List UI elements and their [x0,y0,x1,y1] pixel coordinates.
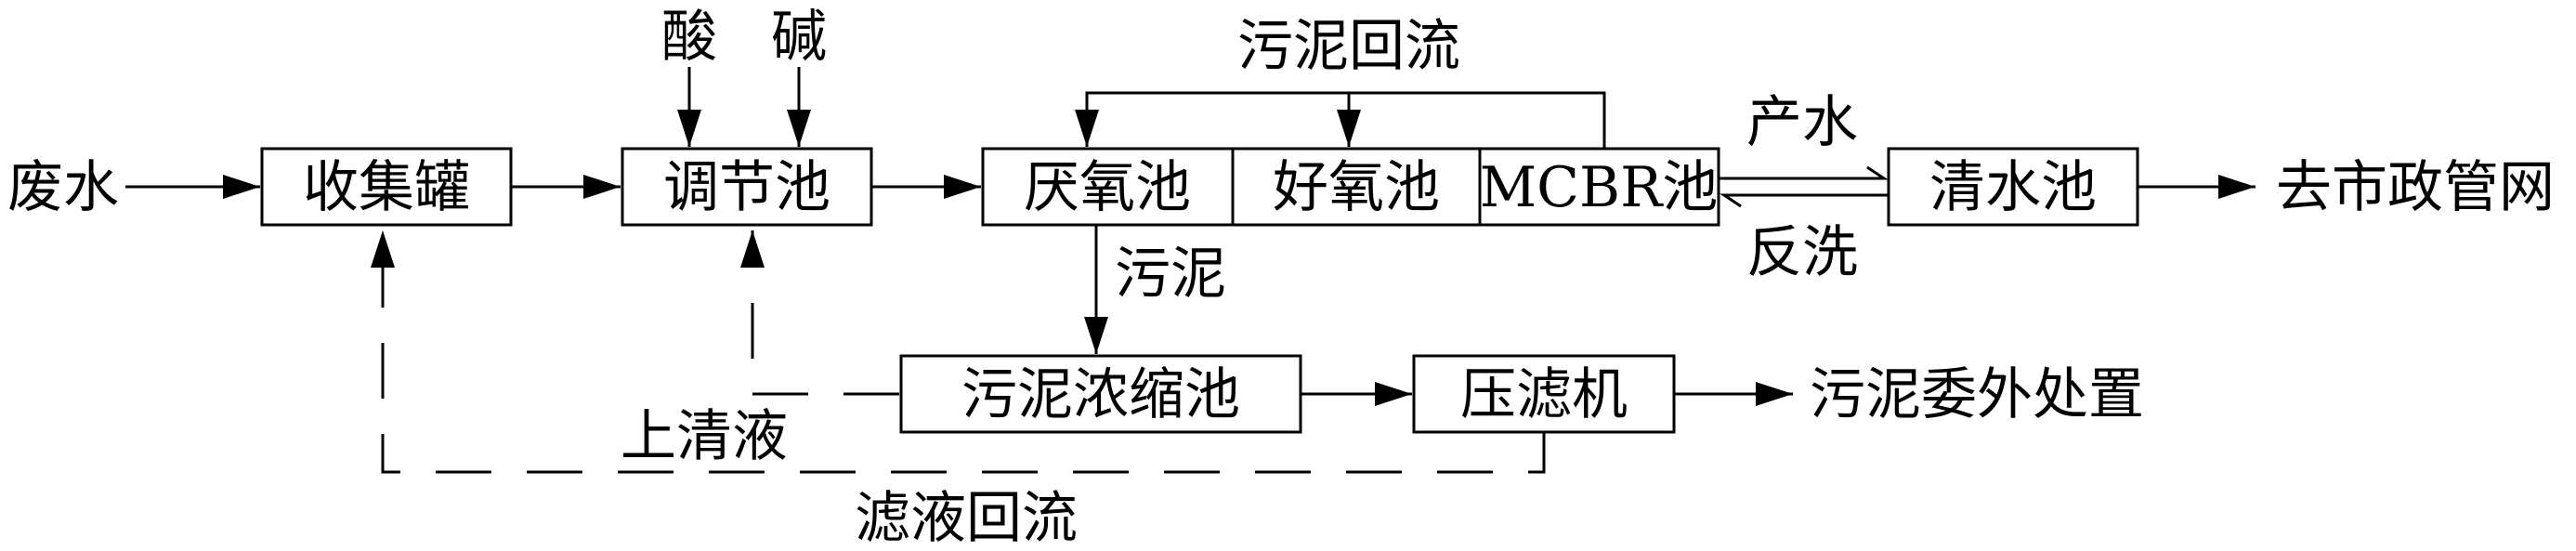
filtrate-return-label: 滤液回流 [855,486,1078,551]
clear-water-tank-box [1887,147,2139,227]
sludge-label: 污泥 [1115,242,1226,307]
sludge-return-label: 污泥回流 [1237,14,1460,79]
filtrate-return-line [371,230,1546,474]
equalization-tank-box [621,147,873,227]
equalization-tank-label: 调节池 [663,155,830,220]
wastewater-label: 废水 [7,155,119,220]
filter-press-box [1412,354,1676,434]
acid-label: 酸 [661,5,717,70]
backwash-label: 反洗 [1746,220,1858,285]
product-water-line [1719,165,1889,180]
mcbr-tank-label: MCBR池 [1480,155,1719,220]
alkali-label: 碱 [771,5,827,70]
sludge-disposal-label: 污泥委外处置 [1810,362,2144,427]
bio-reactor-box [981,147,1720,227]
sludge-return-line [1075,91,1606,149]
clear-water-tank-label: 清水池 [1929,155,2097,220]
collection-tank-box [260,147,513,227]
filter-press-label: 压滤机 [1460,362,1628,427]
supernatant-label: 上清液 [621,404,788,469]
aerobic-tank-label: 好氧池 [1273,155,1440,220]
anaerobic-tank-label: 厌氧池 [1024,155,1191,220]
sludge-thickener-label: 污泥浓缩池 [961,362,1240,427]
backwash-line [1720,193,1889,208]
product-water-label: 产水 [1746,90,1858,155]
collection-tank-label: 收集罐 [303,155,470,220]
supernatant-return-line [740,230,899,396]
municipal-network-label: 去市政管网 [2276,155,2555,220]
